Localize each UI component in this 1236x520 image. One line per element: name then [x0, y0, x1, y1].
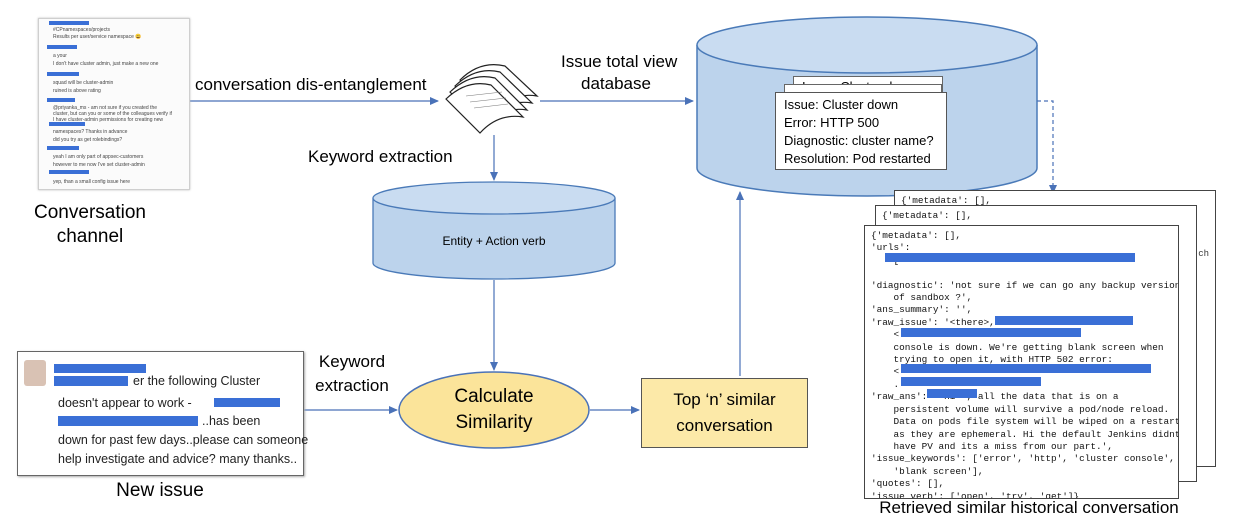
json-code-line: 'quotes': [], [871, 478, 945, 490]
new-issue-label: New issue [116, 480, 204, 501]
keyword-extraction-left-label: Keyword extraction [312, 350, 392, 398]
new-issue-line4: down for past few days..please can someo… [58, 433, 309, 447]
redaction-bar [47, 98, 75, 102]
new-issue-panel: er the following Cluster doesn't appear … [17, 351, 308, 476]
redaction-bar [901, 364, 1151, 373]
redaction-bar [49, 122, 85, 126]
chat-line: yep, than a small config issue here [53, 179, 130, 185]
entity-database-label: Entity + Action verb [442, 234, 546, 248]
calculate-similarity-line1: Calculate [454, 386, 534, 407]
redaction-bar [885, 253, 1135, 262]
chat-line: I have cluster-admin permissions for cre… [53, 117, 164, 123]
entity-database-cylinder [372, 181, 616, 280]
chat-line: @priyanka_ms - am not sure if you create… [53, 105, 158, 111]
redaction-bar [901, 328, 1081, 337]
redaction-bar [54, 376, 128, 386]
json-code-line: trying to open it, with HTTP 502 error: [871, 354, 1113, 366]
conversation-channel-screenshot: #CPnamespaces/projects Results per user/… [38, 18, 190, 190]
json-code-block: {'metadata': [],'urls': [ 'diagnostic': … [871, 230, 1179, 499]
json-code-line: 'diagnostic': 'not sure if we can go any… [871, 279, 1179, 291]
retrieved-label: Retrieved similar historical conversatio… [879, 498, 1179, 517]
json-code-line: {'metadata': [], [871, 230, 962, 241]
calculate-similarity-ellipse [398, 371, 590, 449]
json-code-line: 'urls': [871, 242, 911, 254]
chat-line: did you try as get rolebindings? [53, 137, 123, 143]
issue-database-label-line2: database [581, 74, 651, 93]
json-code-line: 'ans_summary': '', [871, 304, 973, 316]
json-code-line: < [871, 329, 900, 341]
json-code-line: 'blank screen'], [871, 465, 984, 477]
json-page-middle-line: {'metadata': [], [882, 210, 973, 221]
redaction-bar [214, 398, 280, 407]
json-page-back-line: {'metadata': [], [901, 195, 992, 206]
new-issue-line2: doesn't appear to work - [58, 396, 192, 410]
json-code-line [871, 267, 1178, 279]
json-page-front: {'metadata': [],'urls': [ 'diagnostic': … [864, 225, 1179, 499]
avatar [24, 360, 46, 386]
json-code-line: 'raw_issue': '<there>, [871, 316, 1001, 328]
disentanglement-label: conversation dis-entanglement [195, 75, 427, 94]
db-card-resolution: Resolution: Pod restarted [784, 151, 931, 166]
chat-line: #CPnamespaces/projects [53, 27, 110, 33]
json-code-line: console is down. We're getting blank scr… [871, 341, 1164, 353]
redaction-bar [54, 364, 146, 373]
chat-line: cluster, but can you or some of the coll… [53, 111, 172, 117]
new-issue-line1: er the following Cluster [133, 374, 261, 388]
json-code-line: Data on pods file system will be wiped o… [871, 416, 1179, 428]
json-code-line: have PV and its a miss from our part.', [871, 440, 1113, 452]
redaction-bar [47, 146, 79, 150]
new-issue-line3: ..has been [202, 414, 261, 428]
conversation-channel-label-line2: channel [56, 226, 124, 247]
keyword-extraction-left-line1: Keyword [318, 352, 386, 371]
db-card-issue: Issue: Cluster down [784, 97, 899, 112]
redaction-bar [49, 170, 89, 174]
top-n-line1: Top ‘n’ similar [673, 390, 776, 409]
chat-line: a your [53, 53, 67, 59]
json-code-line: 'raw_ans': ' Hi , all the data that is o… [871, 391, 1119, 403]
db-card-diagnostic: Diagnostic: cluster name? [784, 133, 934, 148]
document-stack-icon [445, 64, 539, 134]
redaction-bar [995, 316, 1133, 325]
conversation-channel-label-line1: Conversation [34, 202, 146, 223]
issue-database-label-line1: Issue total view [561, 52, 678, 71]
redaction-bar [901, 377, 1041, 386]
json-code-line: 'issue_verb': ['open', 'try', 'get']} [871, 490, 1080, 499]
json-code-line: persistent volume will survive a pod/nod… [871, 403, 1170, 415]
conversation-channel-label: Conversation channel [20, 201, 160, 249]
chat-line: namespaces? Thanks in advance [53, 129, 128, 135]
arrow-database-to-results [1037, 100, 1057, 194]
issue-database-label: Issue total view database [561, 51, 678, 95]
calculate-similarity-label: Calculate Similarity [399, 384, 589, 436]
chat-line: squad will be cluster-admin [53, 80, 114, 86]
redaction-bar [927, 389, 977, 398]
keyword-extraction-top-label: Keyword extraction [308, 147, 453, 166]
json-code-line: as they are ephemeral. Hi the default Je… [871, 428, 1179, 440]
redaction-bar [49, 21, 89, 25]
json-code-line: < [871, 366, 900, 378]
calculate-similarity-line2: Similarity [455, 412, 533, 433]
json-code-line: of sandbox ?', [871, 292, 973, 304]
db-card-error: Error: HTTP 500 [784, 115, 880, 130]
chat-line: I don't have cluster admin, just make a … [53, 61, 159, 67]
json-code-line: . [871, 378, 900, 390]
top-n-line2: conversation [676, 416, 773, 435]
new-issue-line5: help investigate and advice? many thanks… [58, 452, 298, 466]
redaction-bar [58, 416, 198, 426]
redaction-bar [47, 45, 77, 49]
chat-line: yeah I am only part of appsec-customers [53, 154, 144, 160]
json-code-line: 'issue_keywords': ['error', 'http', 'clu… [871, 453, 1175, 465]
chat-line: however to me now I've set cluster-admin [53, 162, 145, 168]
chat-line: Results per user/service namespace 😀 [53, 34, 142, 40]
top-n-similar-box: Top ‘n’ similar conversation [641, 378, 808, 448]
db-record-card: Issue: Cluster down Error: HTTP 500 Diag… [775, 92, 947, 170]
keyword-extraction-left-line2: extraction [315, 376, 389, 395]
chat-line: ruined is above rating [53, 88, 101, 94]
redaction-bar [47, 72, 79, 76]
